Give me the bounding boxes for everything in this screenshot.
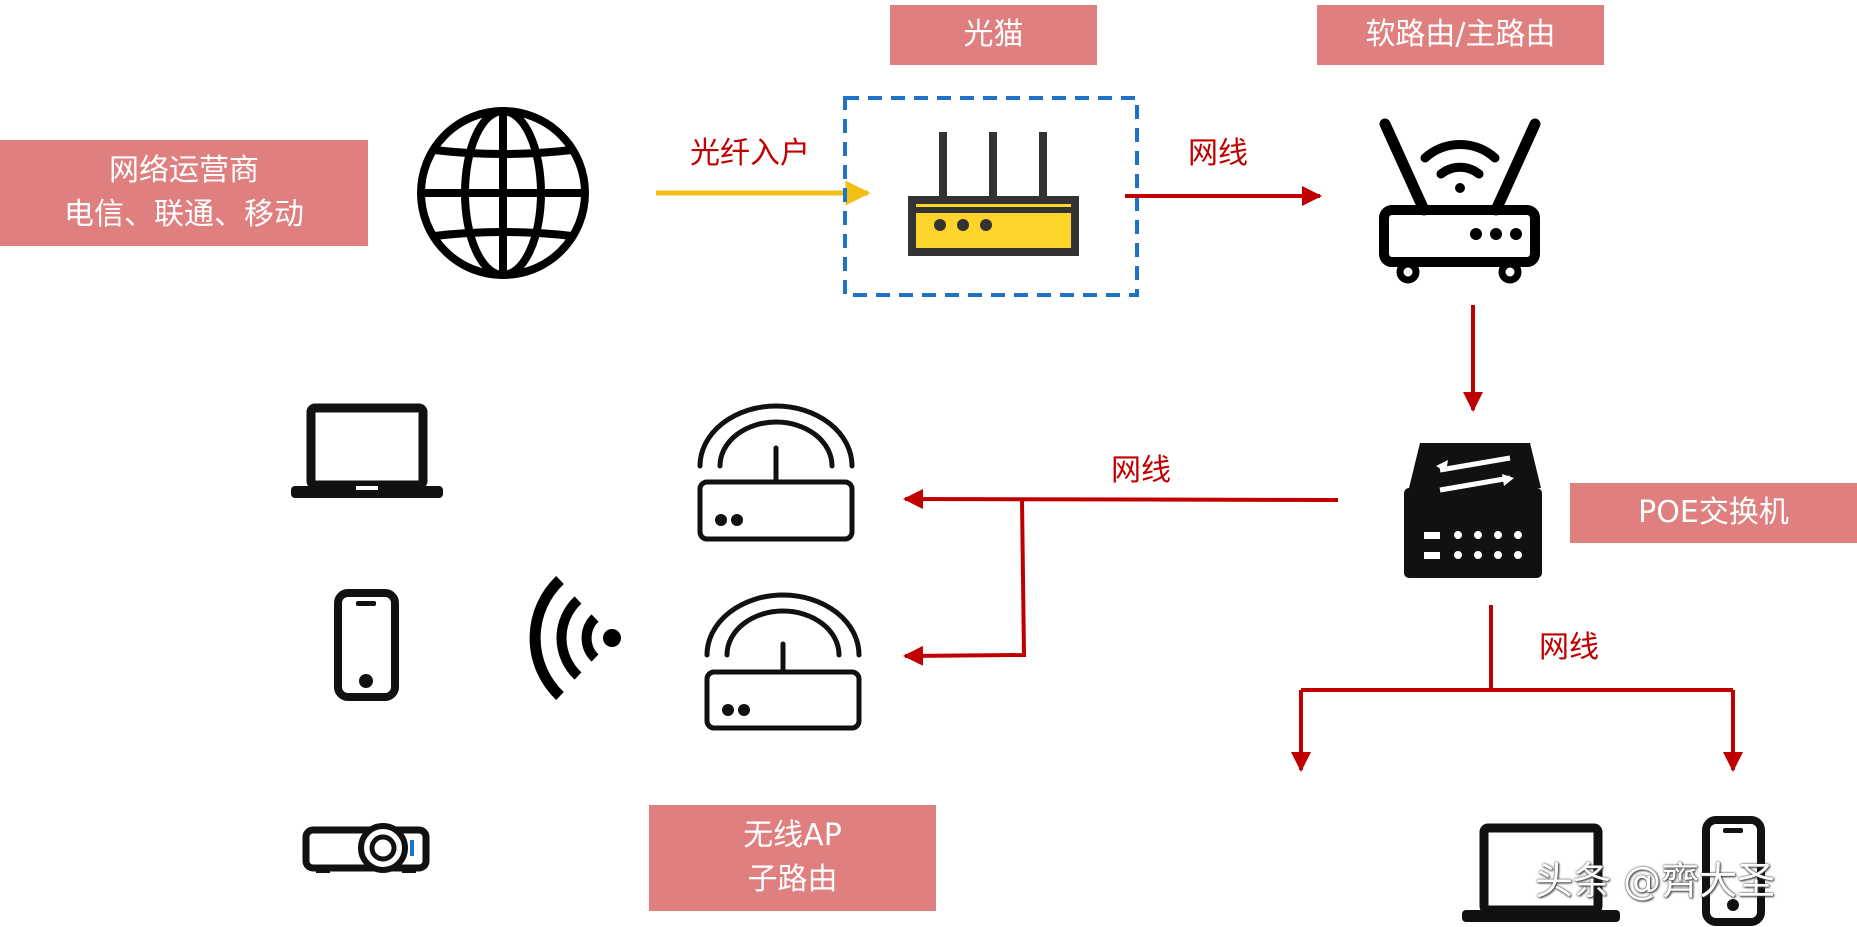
ap-label: 无线AP 子路由 (649, 805, 936, 911)
isp-label-line2: 电信、联通、移动 (64, 197, 304, 232)
switch-icon (1404, 443, 1542, 578)
cable-label-modem-router: 网线 (1188, 136, 1248, 171)
cable-label-switch-ap: 网线 (1111, 453, 1171, 488)
isp-label-line1: 网络运营商 (109, 153, 259, 188)
access-point-icon-2 (704, 592, 862, 731)
main-router-label: 软路由/主路由 (1317, 5, 1604, 65)
phone-icon (334, 589, 399, 701)
wifi-signal-icon (529, 576, 621, 700)
laptop-icon (291, 403, 443, 498)
globe-icon (417, 107, 589, 279)
wifi-router-icon (1379, 118, 1541, 284)
access-point-icon (697, 403, 855, 542)
poe-switch-label: POE交换机 (1570, 483, 1857, 543)
ap-label-line2: 子路由 (747, 862, 838, 897)
cable-arrows-switch-clients (1291, 605, 1743, 772)
ap-label-line1: 无线AP (743, 818, 842, 853)
client-laptop-icon (1462, 823, 1620, 922)
watermark: 头条 @齊大圣 (1535, 859, 1776, 903)
client-phone-icon (1702, 816, 1765, 926)
isp-label: 网络运营商 电信、联通、移动 (0, 140, 368, 246)
modem-dashed-frame (843, 96, 1139, 297)
cable-arrows-switch-ap (903, 489, 1339, 666)
fiber-link-label: 光纤入户 (690, 136, 810, 171)
modem-label: 光猫 (890, 5, 1097, 65)
modem-icon (908, 132, 1079, 256)
projector-icon (302, 823, 430, 873)
cable-label-switch-clients: 网线 (1539, 630, 1599, 665)
